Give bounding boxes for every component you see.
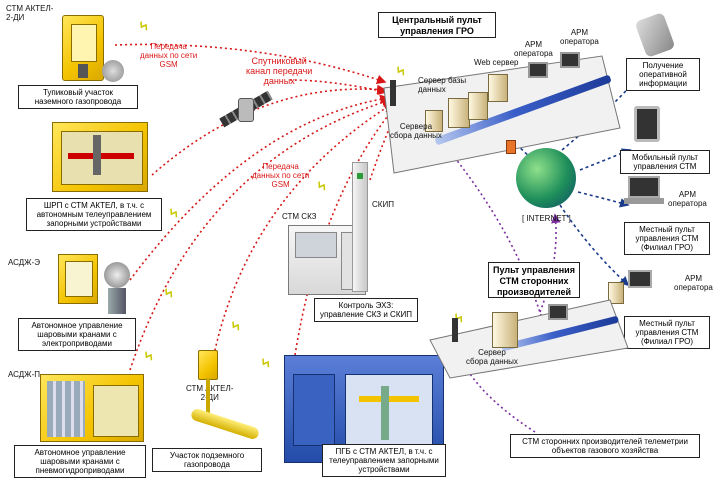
stm-aktel-cabinet-top bbox=[62, 15, 104, 81]
arm-label-2: АРМ оператора bbox=[560, 28, 599, 46]
laptop-base-1 bbox=[624, 198, 664, 204]
satellite-icon bbox=[218, 90, 274, 130]
collect-server-icon bbox=[425, 110, 443, 132]
third-server-icon bbox=[492, 312, 518, 348]
third-monitor-icon bbox=[548, 304, 568, 320]
shrp-label: ШРП с СТМ АКТЕЛ, в т.ч. с автономным тел… bbox=[26, 198, 162, 231]
satellite-caption: Спутниковый канал передачи данных bbox=[246, 56, 313, 86]
stm-skz-label: СТМ СКЗ bbox=[282, 212, 317, 221]
link-asdzh-p bbox=[129, 97, 392, 371]
skip-column bbox=[352, 162, 368, 292]
third-server-label: Сервер сбора данных bbox=[466, 348, 518, 366]
gsm-caption-1: Передача данных по сети GSM bbox=[140, 42, 198, 69]
arm-monitor-icon-4 bbox=[628, 270, 652, 288]
third-console-title: Пульт управления СТМ сторонних производи… bbox=[488, 262, 580, 298]
arm-label-3: АРМ оператора bbox=[668, 190, 707, 208]
ekz-label: Контроль ЭХЗ: управление СКЗ и СКИП bbox=[314, 298, 418, 322]
asdzh-e-cabinet bbox=[58, 254, 98, 304]
db-server-label: Сервер базы данных bbox=[418, 76, 467, 94]
link-asdzh-e bbox=[129, 94, 390, 281]
local-console-label-2: Местный пульт управления СТМ (Филиал ГРО… bbox=[624, 316, 710, 349]
local-console-label-1: Местный пульт управления СТМ (Филиал ГРО… bbox=[624, 222, 710, 255]
laptop-icon-1 bbox=[628, 176, 660, 198]
pgb-label: ПГБ с СТМ АКТЕЛ, в т.ч. с телеуправление… bbox=[322, 444, 446, 477]
arm-monitor-icon-2 bbox=[560, 52, 580, 68]
shrp-cabinet bbox=[52, 122, 148, 192]
central-console-area bbox=[383, 55, 621, 174]
third-telemetry-label: СТМ сторонних производителей телеметрии … bbox=[510, 434, 700, 458]
auto-pneumo-label: Автономное управление шаровыми кранами с… bbox=[14, 445, 146, 478]
mobile-console-label: Мобильный пульт управления СТМ bbox=[620, 150, 710, 174]
antenna-icon bbox=[390, 80, 396, 106]
arm-label-1: АРМ оператора bbox=[514, 40, 553, 58]
underground-label: Участок подземного газопровода bbox=[152, 448, 262, 472]
dead-end-label: Тупиковый участок наземного газопровода bbox=[18, 85, 138, 109]
asdzh-p-cabinet bbox=[40, 374, 144, 442]
collect-server-label: Сервера сбора данных bbox=[390, 122, 442, 140]
post-pipe bbox=[206, 378, 210, 418]
skip-label: СКИП bbox=[372, 200, 394, 209]
link-net-local1 bbox=[577, 191, 630, 208]
web-server-label: Web сервер bbox=[474, 58, 519, 67]
link-third-internet bbox=[539, 213, 561, 313]
internet-globe-icon bbox=[516, 148, 576, 208]
third-antenna-icon bbox=[452, 318, 458, 342]
link-shrp bbox=[151, 84, 387, 176]
db-server-icon bbox=[448, 98, 470, 128]
db-server-icon-2 bbox=[468, 92, 488, 120]
electric-drive-icon bbox=[104, 262, 130, 288]
link-underground bbox=[209, 103, 394, 376]
arm-label-4: АРМ оператора bbox=[674, 274, 713, 292]
link-telemetry bbox=[452, 343, 536, 433]
arm-monitor-icon-1 bbox=[528, 62, 548, 78]
local-server-icon bbox=[608, 282, 624, 304]
gsm-caption-2: Передача данных по сети GSM bbox=[252, 162, 310, 189]
auto-electric-label: Автономное управление шаровыми кранами с… bbox=[18, 318, 136, 351]
central-console-title: Центральный пульт управления ГРО bbox=[378, 12, 496, 38]
asdzh-p-label: АСДЖ-П bbox=[8, 370, 40, 379]
internet-label: [ INTERNET ] bbox=[522, 214, 571, 223]
ball-valve-icon bbox=[108, 288, 126, 314]
stm-aktel-top-label: СТМ АКТЕЛ- 2-ДИ bbox=[6, 4, 54, 22]
get-info-label: Получение оперативной информации bbox=[626, 58, 700, 91]
stm-aktel-post bbox=[198, 350, 218, 380]
asdzh-e-label: АСДЖ-Э bbox=[8, 258, 40, 267]
link-gsm-dead-end bbox=[114, 43, 387, 85]
web-server-icon bbox=[488, 74, 508, 102]
firewall-icon bbox=[506, 140, 516, 154]
valve-icon bbox=[102, 60, 124, 82]
tablet-icon bbox=[634, 106, 660, 142]
